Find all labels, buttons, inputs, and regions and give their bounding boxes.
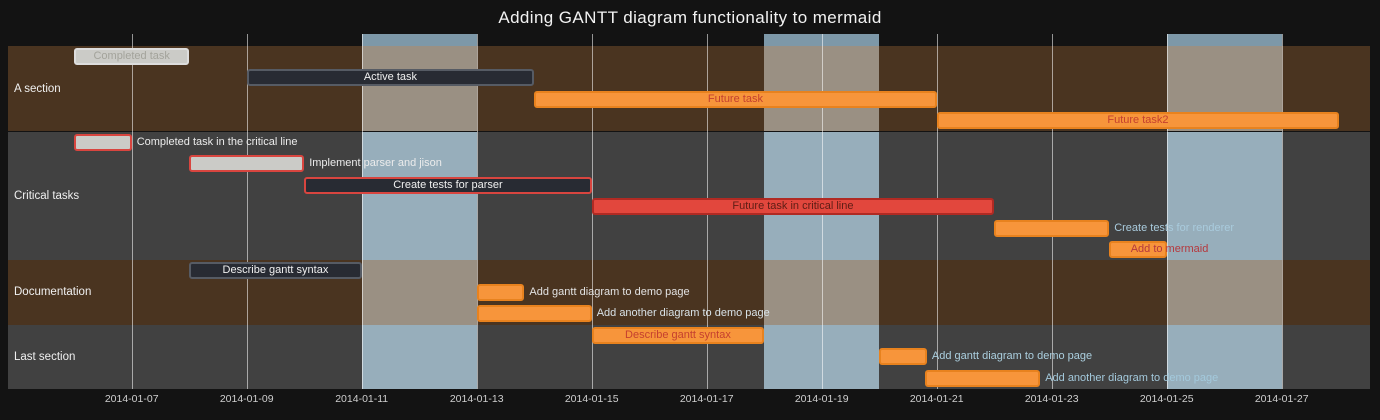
- task-label: Future task2: [1107, 114, 1169, 127]
- axis-tick-label: 2014-01-17: [679, 393, 734, 405]
- weekend-band: [361, 45, 477, 132]
- weekend-band: [1166, 324, 1282, 389]
- section-label: Critical tasks: [14, 189, 80, 202]
- section-background: [8, 131, 1370, 261]
- grid-line: [1281, 34, 1283, 389]
- weekend-band: [361, 260, 477, 325]
- grid-line: [131, 34, 133, 389]
- grid-line: [246, 34, 248, 389]
- axis-tick-label: 2014-01-07: [104, 393, 159, 405]
- axis-tick-label: 2014-01-27: [1254, 393, 1309, 405]
- task-label: Implement parser and jison: [309, 157, 442, 170]
- weekend-band: [1166, 131, 1282, 261]
- task-bar: [476, 305, 592, 323]
- task-label: Describe gantt syntax: [625, 328, 731, 341]
- axis-tick-label: 2014-01-11: [335, 393, 389, 405]
- axis-tick-label: 2014-01-25: [1139, 393, 1194, 405]
- task-label: Create tests for renderer: [1114, 221, 1235, 234]
- task-bar: [304, 176, 592, 194]
- grid-line: [1166, 34, 1168, 389]
- task-bar: [534, 90, 937, 108]
- axis-tick-label: 2014-01-13: [449, 393, 504, 405]
- task-label: Describe gantt syntax: [222, 264, 329, 277]
- section-label: A section: [14, 82, 61, 95]
- axis-tick-label: 2014-01-09: [219, 393, 274, 405]
- task-bar: [925, 369, 1041, 387]
- weekend-band: [1166, 260, 1282, 325]
- chart-title: Adding GANTT diagram functionality to me…: [498, 8, 882, 27]
- grid-line: [1051, 34, 1053, 389]
- section-label: Documentation: [14, 286, 92, 299]
- weekend-band: [361, 131, 477, 261]
- task-bar: [74, 47, 190, 65]
- task-label: Future task in critical line: [732, 200, 854, 213]
- task-label: Add another diagram to demo page: [596, 307, 770, 320]
- task-bar: [591, 326, 765, 344]
- task-bar: [189, 155, 305, 173]
- task-bar: [994, 219, 1110, 237]
- task-bar: [1109, 240, 1167, 258]
- task-label: Future task: [707, 92, 763, 105]
- task-bar: [591, 198, 995, 216]
- weekend-band: [361, 324, 477, 389]
- task-bar: [936, 112, 1340, 130]
- task-bar: [476, 283, 525, 301]
- task-label: Completed task: [93, 49, 170, 62]
- task-bar: [74, 133, 132, 151]
- task-label: Active task: [363, 71, 418, 84]
- axis-tick-label: 2014-01-15: [564, 393, 619, 405]
- grid-line: [476, 34, 478, 389]
- task-label: Add another diagram to demo page: [1045, 371, 1219, 384]
- task-bar: [879, 348, 927, 366]
- task-label: Add to mermaid: [1130, 242, 1209, 255]
- weekend-band: [1166, 34, 1282, 46]
- axis-tick-label: 2014-01-19: [794, 393, 849, 405]
- task-bar: [246, 69, 535, 87]
- axis-tick-label: 2014-01-23: [1024, 393, 1079, 405]
- task-label: Add gantt diagram to demo page: [529, 285, 690, 298]
- task-bar: [189, 262, 362, 280]
- task-label: Completed task in the critical line: [136, 135, 298, 148]
- task-label: Add gantt diagram to demo page: [931, 350, 1093, 363]
- grid-line: [361, 34, 363, 389]
- axis-tick-label: 2014-01-21: [909, 393, 964, 405]
- weekend-band: [361, 34, 477, 46]
- section-label: Last section: [14, 350, 76, 363]
- task-label: Create tests for parser: [393, 178, 503, 191]
